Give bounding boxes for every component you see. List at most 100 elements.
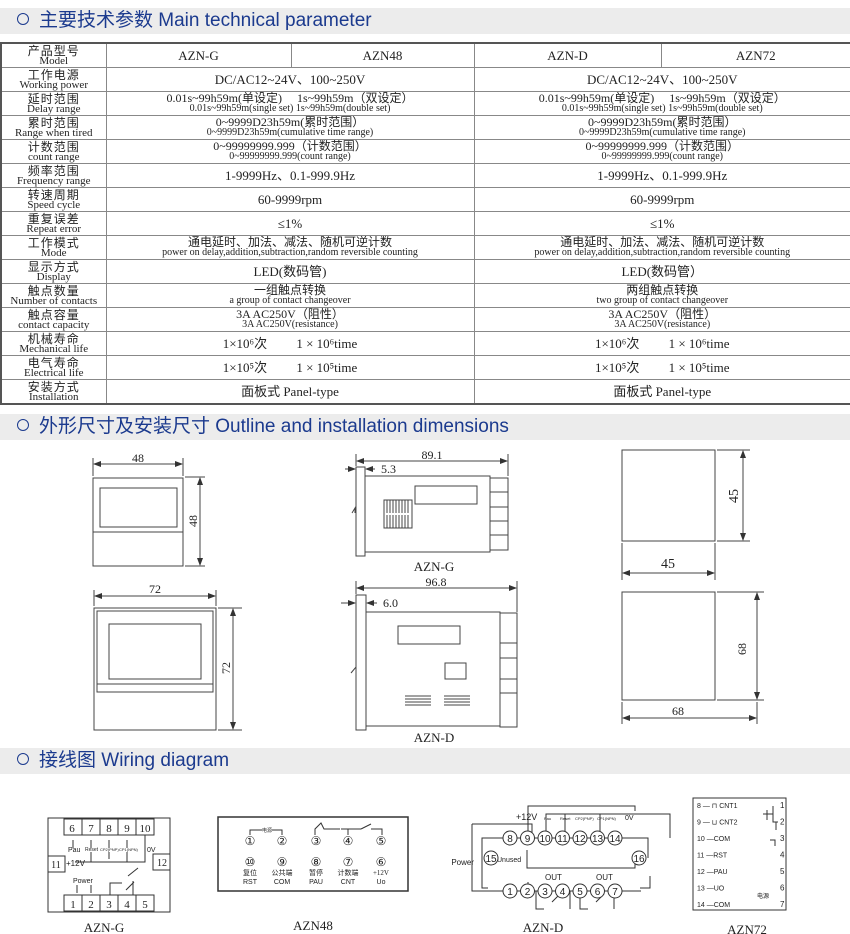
drawing-label: 公共端 xyxy=(272,868,293,877)
value-line: DC/AC12~24V、100~250V xyxy=(214,71,366,87)
circle-bullet-icon xyxy=(17,419,29,431)
terminal xyxy=(502,883,518,899)
drawing-label: 6 xyxy=(69,823,75,835)
drawing-label: ④ xyxy=(343,834,354,848)
drawing-line xyxy=(76,867,139,895)
value-line: 0~99999999.999（计数范围） xyxy=(213,139,367,153)
dim-label: 45 xyxy=(727,489,742,503)
value-line: LED(数码管) xyxy=(253,263,327,279)
right-value: 0~99999999.999（计数范围）0~99999999.999(count… xyxy=(473,139,850,164)
drawing-line xyxy=(72,835,146,863)
right-value: 3A AC250V（阻性）3A AC250V(resistance) xyxy=(473,307,850,332)
right-value: 0.01s~99h59m(单设定) 1s~99h59m（双设定）0.01s~99… xyxy=(473,91,850,116)
terminal-number: 15 xyxy=(485,854,497,865)
right-value: 面板式 Panel-type xyxy=(473,379,850,405)
drawing-line xyxy=(365,611,501,727)
drawing-line xyxy=(383,499,413,529)
drawing-line xyxy=(471,805,671,892)
terminal-number: 5 xyxy=(577,887,583,898)
drawing-label: ⑥ xyxy=(376,855,387,869)
value-line: 一组触点转换 xyxy=(253,283,326,297)
value-line: 1-9999Hz、0.1-999.9Hz xyxy=(597,167,728,183)
left-value: 60-9999rpm xyxy=(105,187,475,212)
terminal-number: 14 xyxy=(609,834,621,845)
value-line: 3A AC250V(resistance) xyxy=(614,319,711,330)
value-line: 1-9999Hz、0.1-999.9Hz xyxy=(225,167,355,183)
dim-label: 72 xyxy=(149,582,161,596)
drawing-line xyxy=(692,797,787,911)
value-line: 1×10⁵次 1 × 10⁵time xyxy=(222,359,358,375)
model-azn72: AZN72 xyxy=(660,42,850,68)
value-line: 3A AC250V(resistance) xyxy=(242,319,338,330)
drawing-line xyxy=(152,853,171,871)
drawing-label: 电源 xyxy=(757,892,769,900)
wiring-azn-g: 6 7 8 9 10 1 2 3 4 5 11 12 Pau Reset CP2… xyxy=(47,817,171,934)
front-view-48: 48 48 xyxy=(92,451,205,567)
terminal-number: 12 xyxy=(574,834,586,845)
value-line: 0~99999999.999(count range) xyxy=(601,151,724,162)
value-line: power on delay,addition,subtraction,rand… xyxy=(534,247,791,258)
drawing-line xyxy=(621,449,716,542)
dim-label: 45 xyxy=(661,557,675,572)
drawing-line xyxy=(81,895,137,911)
outline-dimensions-drawing: 48 48 72 72 89.1 5.3 AZN-G 96.8 6.0 AZN-… xyxy=(92,448,764,745)
terminal-label: 14 —COM xyxy=(697,902,730,909)
section-header-params: 主要技术参数 Main technical parameter xyxy=(0,8,850,34)
label-en: Electrical life xyxy=(23,366,84,379)
terminal xyxy=(520,883,535,899)
label-cn: 触点数量 xyxy=(27,283,80,298)
left-value: 面板式 Panel-type xyxy=(105,379,475,405)
drawing-line xyxy=(99,487,178,528)
drawing-line xyxy=(355,594,367,731)
value-line: 1×10⁶次 1 × 10⁶time xyxy=(222,335,358,351)
label-cn: 延时范围 xyxy=(27,91,80,106)
label-cn: 工作模式 xyxy=(27,235,80,250)
dim-label: 68 xyxy=(735,643,749,655)
drawing-label: ⑩ xyxy=(245,855,256,869)
terminal-number: 3 xyxy=(780,834,785,843)
terminal-label: 8 — ⊓ CNT1 xyxy=(697,803,738,810)
terminal xyxy=(537,883,553,899)
value-line: 0.01s~99h59m(单设定) 1s~99h59m（双设定） xyxy=(538,91,786,105)
drawing-line xyxy=(249,822,383,835)
dim-label: 68 xyxy=(672,704,684,718)
circle-bullet-icon xyxy=(17,13,29,25)
terminal xyxy=(483,850,499,866)
drawing-label: CNT xyxy=(341,879,356,886)
terminal-number: 16 xyxy=(633,854,645,865)
drawing-line xyxy=(63,818,155,836)
model-label: AZN-G xyxy=(84,920,124,934)
right-value: ≤1% xyxy=(473,211,850,236)
terminal xyxy=(590,830,605,846)
value-line: 0~9999D23h59m(cumulative time range) xyxy=(206,127,374,138)
terminal xyxy=(520,830,535,846)
right-value: DC/AC12~24V、100~250V xyxy=(473,67,850,92)
drawing-line xyxy=(350,665,357,674)
value-line: 面板式 Panel-type xyxy=(613,383,712,399)
label-cn: 机械寿命 xyxy=(27,331,80,346)
terminal xyxy=(607,883,623,899)
value-line: 0~9999D23h59m(cumulative time range) xyxy=(579,127,746,138)
value-line: 0~9999D23h59m(累时范围） xyxy=(215,115,365,129)
terminal-number: 11 xyxy=(557,834,568,845)
drawing-label: ⑨ xyxy=(277,855,288,869)
drawing-label: 12 xyxy=(157,858,167,869)
drawing-line xyxy=(535,891,615,910)
drawing-label: COM xyxy=(274,879,291,886)
drawing-label: ⑧ xyxy=(311,855,322,869)
label-en: Range when tired xyxy=(14,126,93,139)
